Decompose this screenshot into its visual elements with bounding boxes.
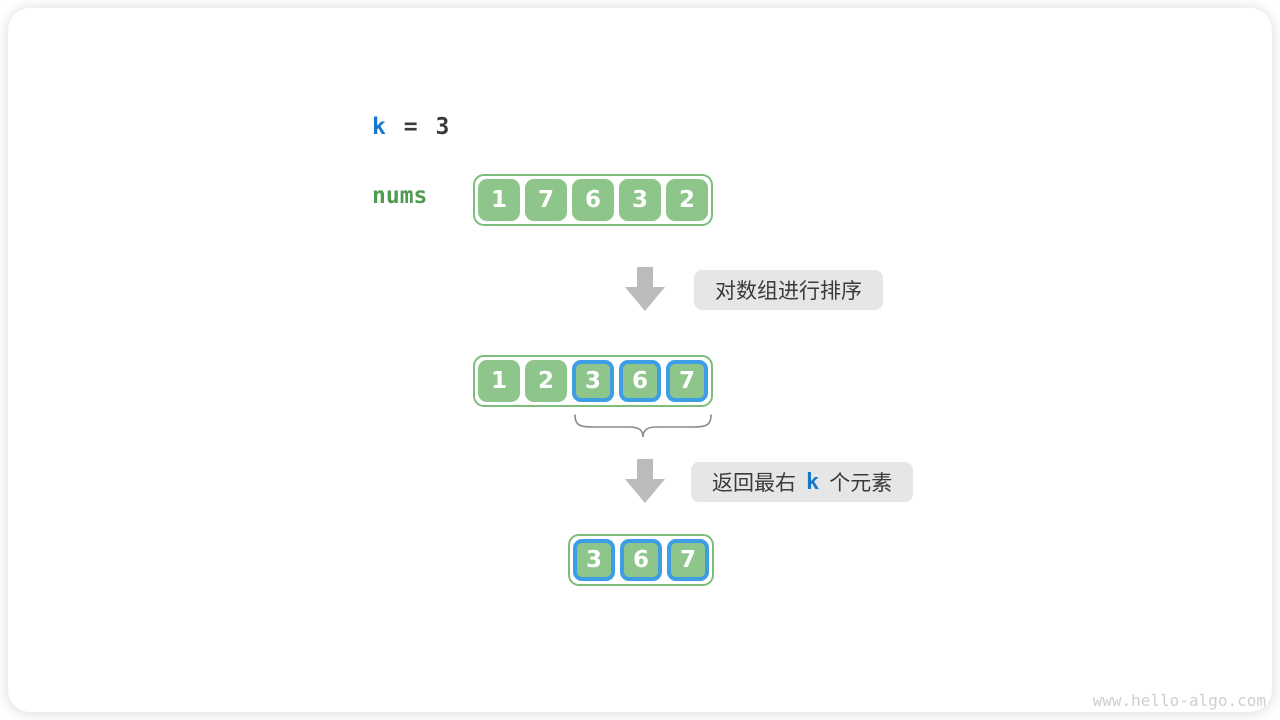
array-cell: 3 (572, 360, 614, 402)
step-label-sort-text: 对数组进行排序 (715, 280, 862, 303)
arrow-down-icon (625, 267, 665, 311)
array-cell: 6 (619, 360, 661, 402)
step-label-return-prefix: 返回最右 (712, 472, 796, 495)
step-label-return-suffix: 个元素 (829, 472, 893, 495)
array-cell: 2 (525, 360, 567, 402)
array-cell: 3 (619, 179, 661, 221)
array-cell: 7 (525, 179, 567, 221)
k-value: 3 (435, 114, 452, 140)
array-cell: 1 (478, 179, 520, 221)
watermark: www.hello-algo.com (1092, 691, 1266, 710)
k-assignment: k = 3 (372, 114, 451, 140)
array-cell: 1 (478, 360, 520, 402)
array-cell: 6 (572, 179, 614, 221)
underbrace-icon (574, 414, 712, 438)
array-cell: 3 (573, 539, 615, 581)
k-variable: k (372, 114, 388, 140)
k-variable-inline: k (806, 469, 820, 495)
nums-label: nums (372, 183, 428, 209)
array-cell: 7 (666, 360, 708, 402)
equals-sign: = (403, 114, 420, 140)
array-cell: 6 (620, 539, 662, 581)
step-label-return: 返回最右 k 个元素 (691, 462, 914, 502)
spacer (420, 114, 436, 140)
array-cell: 7 (667, 539, 709, 581)
arrow-down-icon (625, 459, 665, 503)
spacer (388, 114, 404, 140)
array-cell: 2 (666, 179, 708, 221)
step-label-sort: 对数组进行排序 (694, 270, 883, 310)
